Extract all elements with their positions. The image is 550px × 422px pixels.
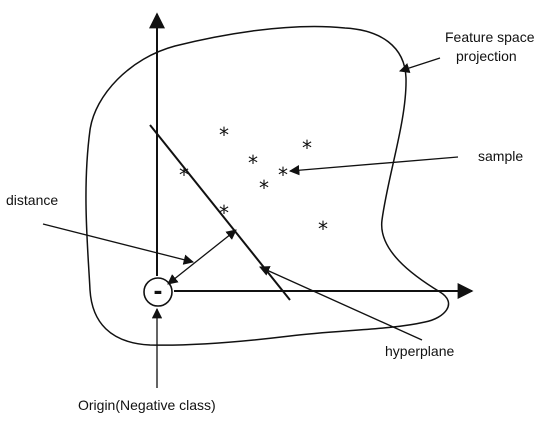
distance-perpendicular (167, 229, 237, 285)
distance-label: distance (6, 192, 58, 208)
sample-point: * (318, 217, 328, 241)
origin-minus-symbol: - (153, 280, 162, 305)
feature-space-label-line2: projection (456, 48, 517, 64)
feature-space-pointer-arrow (399, 57, 441, 74)
sample-point: * (179, 163, 189, 187)
sample-point: * (278, 163, 288, 187)
sample-point: * (219, 123, 229, 147)
hyperplane-pointer-arrow (259, 266, 423, 341)
origin-circle (143, 277, 173, 307)
feature-space-boundary (85, 25, 450, 346)
distance-pointer-arrow (42, 223, 195, 265)
sample-point: * (302, 136, 312, 160)
sample-label: sample (478, 148, 523, 164)
sample-point: * (259, 176, 269, 200)
sample-point: * (248, 151, 258, 175)
sample-pointer-arrow (288, 156, 459, 176)
sample-point: * (219, 201, 229, 225)
origin-label: Origin(Negative class) (78, 397, 216, 413)
feature-space-label-line1: Feature space (445, 29, 535, 45)
hyperplane-label: hyperplane (385, 343, 454, 359)
